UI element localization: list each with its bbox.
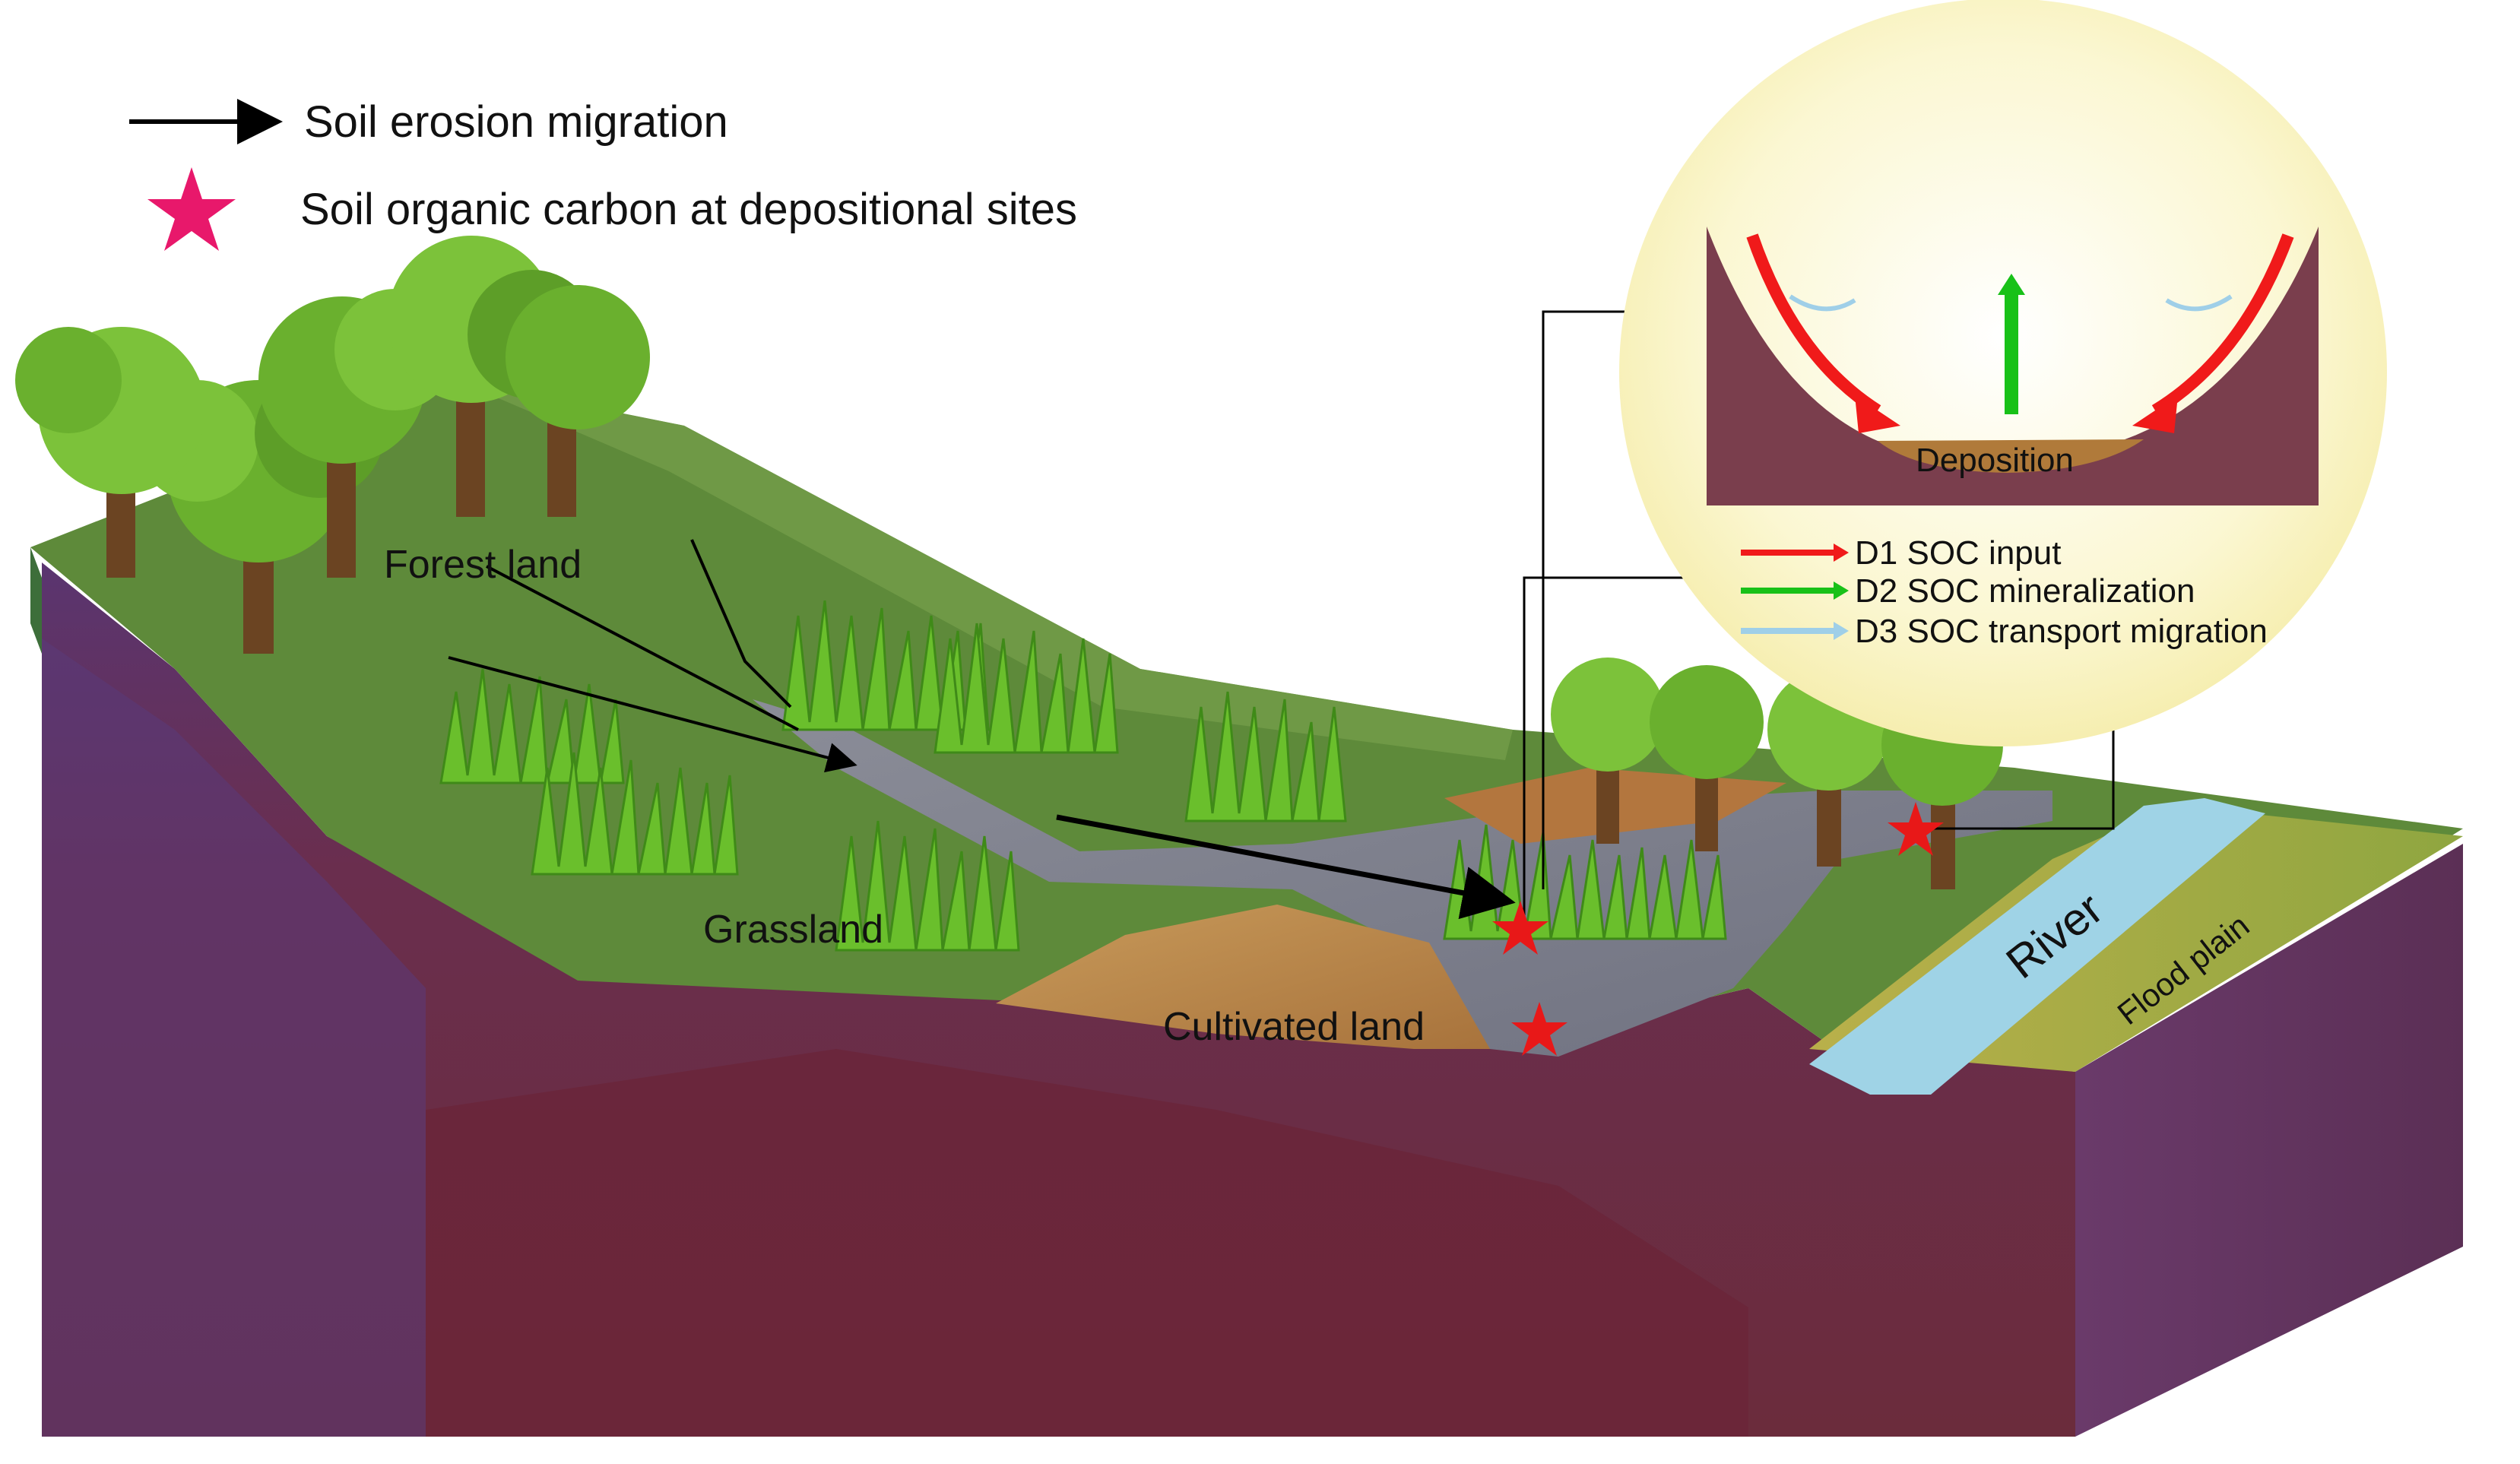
callout-line <box>1923 730 2115 830</box>
star-icon <box>1888 802 1944 856</box>
d3-label: D3 SOC transport migration <box>1855 613 2268 650</box>
river-channel <box>1809 798 2265 1095</box>
tree <box>506 285 650 517</box>
erosion-arrow <box>690 539 792 708</box>
d2-label: D2 SOC mineralization <box>1855 572 2195 610</box>
valley-cross-section <box>1707 227 2319 505</box>
cultivated-land-label: Cultivated land <box>1163 1005 1425 1049</box>
d2-legend-head <box>1834 581 1849 600</box>
grass-clump <box>531 752 739 876</box>
d1-input-arrow-left <box>1746 233 1881 416</box>
star-icon <box>1492 901 1548 955</box>
tree <box>1551 658 1665 844</box>
d1-input-arrowhead <box>1855 395 1900 433</box>
legend: Soil erosion migration Soil organic carb… <box>129 97 1077 251</box>
grass-clump <box>934 623 1119 754</box>
d1-legend-head <box>1834 543 1849 562</box>
erosion-channel <box>753 699 2052 1057</box>
deposition-label: Deposition <box>1916 442 2074 479</box>
tree <box>15 327 205 578</box>
inset-circle <box>1619 0 2387 746</box>
tree <box>1650 665 1764 851</box>
d1-input-arrow-right <box>2151 233 2294 416</box>
d3-transport-arrow-left <box>1789 294 1856 312</box>
soil-side-face <box>2075 844 2463 1437</box>
erosion-arrows <box>448 539 1516 920</box>
erosion-arrow <box>448 656 857 773</box>
callout-lines <box>1523 310 2115 935</box>
star-icon <box>1511 1002 1567 1056</box>
forest-land-label: Forest land <box>384 543 582 587</box>
callout-line <box>1523 576 1741 935</box>
d1-input-arrowhead <box>2132 395 2178 433</box>
d3-transport-arrow-right <box>2165 294 2233 312</box>
legend-arrow-label: Soil erosion migration <box>304 97 728 147</box>
erosion-arrow <box>486 565 799 731</box>
grass-clump <box>835 820 1020 952</box>
d3-legend-head <box>1834 622 1849 640</box>
d2-arrowhead <box>1998 274 2025 295</box>
soil-upper-layer <box>42 639 426 1437</box>
deposition-layer <box>1878 439 2144 473</box>
block-top-edge <box>30 547 42 654</box>
deposition-inset: Deposition D1 SOC input D2 SOC mineraliz… <box>1619 0 2387 746</box>
grass-clump <box>439 668 625 784</box>
d2-mineralization-arrow <box>2005 293 2018 414</box>
soil-lower-layer <box>426 1049 1748 1437</box>
grassland-label: Grassland <box>703 908 883 952</box>
grass-clump <box>1184 691 1347 822</box>
star-icon <box>147 167 236 251</box>
cultivated-field <box>996 905 1490 1049</box>
erosion-arrow <box>1056 814 1516 920</box>
land-surface <box>30 380 2463 1095</box>
legend-star-label: Soil organic carbon at depositional site… <box>300 185 1077 234</box>
soc-stars <box>1492 802 1944 1056</box>
d1-label: D1 SOC input <box>1855 534 2061 572</box>
callout-line <box>1542 310 1642 889</box>
slope-highlight <box>456 380 1513 760</box>
